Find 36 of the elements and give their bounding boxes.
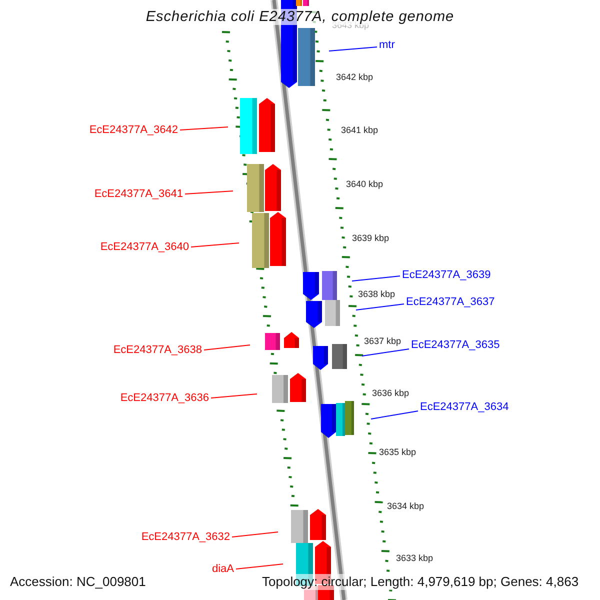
leader-line bbox=[328, 46, 378, 52]
leader-line bbox=[180, 126, 228, 130]
leader-line bbox=[352, 276, 400, 282]
scale-label: 3637 kbp bbox=[364, 336, 402, 347]
gene-label: EcE24377A_3634 bbox=[420, 400, 509, 414]
scale-label: 3638 kbp bbox=[358, 289, 396, 300]
scale-label: 3639 kbp bbox=[352, 233, 390, 244]
gene-label: EcE24377A_3639 bbox=[402, 268, 491, 282]
scale-label: 3635 kbp bbox=[379, 447, 416, 458]
gene-label: EcE24377A_3637 bbox=[406, 295, 495, 309]
scale-label: 3634 kbp bbox=[387, 501, 424, 512]
leader-line bbox=[184, 190, 234, 194]
leader-line bbox=[370, 410, 418, 420]
gene-label: EcE24377A_3636 bbox=[120, 391, 209, 405]
leader-line bbox=[362, 348, 410, 356]
leader-line bbox=[232, 532, 278, 538]
scale-label: 3640 kbp bbox=[346, 179, 384, 190]
gene-label: EcE24377A_3640 bbox=[100, 240, 189, 254]
leader-line bbox=[204, 344, 250, 350]
leader-line bbox=[236, 564, 284, 570]
genome-stats-label: Topology: circular; Length: 4,979,619 bp; Genes: 4,863 bbox=[262, 574, 579, 590]
accession-label: Accession: NC_009801 bbox=[10, 574, 146, 590]
leader-line bbox=[356, 304, 404, 310]
scale-label: 3636 kbp bbox=[372, 388, 410, 399]
leader-line bbox=[210, 394, 258, 398]
scale-label: 3641 kbp bbox=[341, 125, 378, 136]
gene-label: diaA bbox=[212, 562, 234, 576]
gene-label: EcE24377A_3635 bbox=[411, 338, 500, 352]
gene-label: EcE24377A_3632 bbox=[141, 530, 230, 544]
gene-label: EcE24377A_3642 bbox=[89, 123, 178, 137]
gene-label: EcE24377A_3641 bbox=[94, 187, 183, 201]
leader-line bbox=[190, 242, 240, 248]
gene-label: mtr bbox=[379, 38, 395, 52]
scale-label: 3642 kbp bbox=[336, 72, 374, 83]
gene-label: EcE24377A_3638 bbox=[113, 343, 202, 357]
scale-label: 3633 kbp bbox=[396, 553, 434, 564]
